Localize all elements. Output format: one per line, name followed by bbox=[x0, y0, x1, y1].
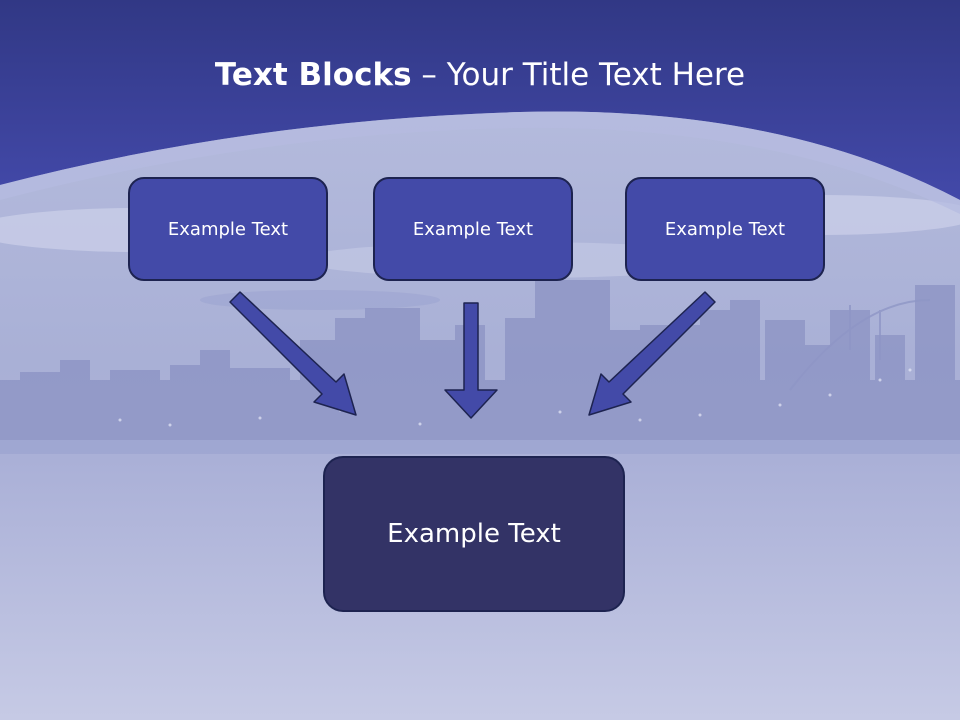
arrow-center bbox=[444, 302, 498, 419]
text-block-left-label: Example Text bbox=[167, 218, 289, 240]
text-block-left[interactable]: Example Text bbox=[128, 177, 328, 281]
text-block-center[interactable]: Example Text bbox=[373, 177, 573, 281]
title-rest: Your Title Text Here bbox=[446, 57, 746, 93]
arrow-right bbox=[588, 291, 716, 416]
title-bold: Text Blocks bbox=[214, 57, 412, 93]
text-block-right-label: Example Text bbox=[664, 218, 786, 240]
page-title: Text Blocks – Your Title Text Here bbox=[0, 52, 960, 98]
title-dash: – bbox=[411, 57, 447, 93]
text-block-right[interactable]: Example Text bbox=[625, 177, 825, 281]
text-block-center-label: Example Text bbox=[412, 218, 534, 240]
text-block-bottom[interactable]: Example Text bbox=[323, 456, 625, 612]
text-block-bottom-label: Example Text bbox=[387, 519, 561, 549]
arrow-left bbox=[229, 291, 357, 416]
